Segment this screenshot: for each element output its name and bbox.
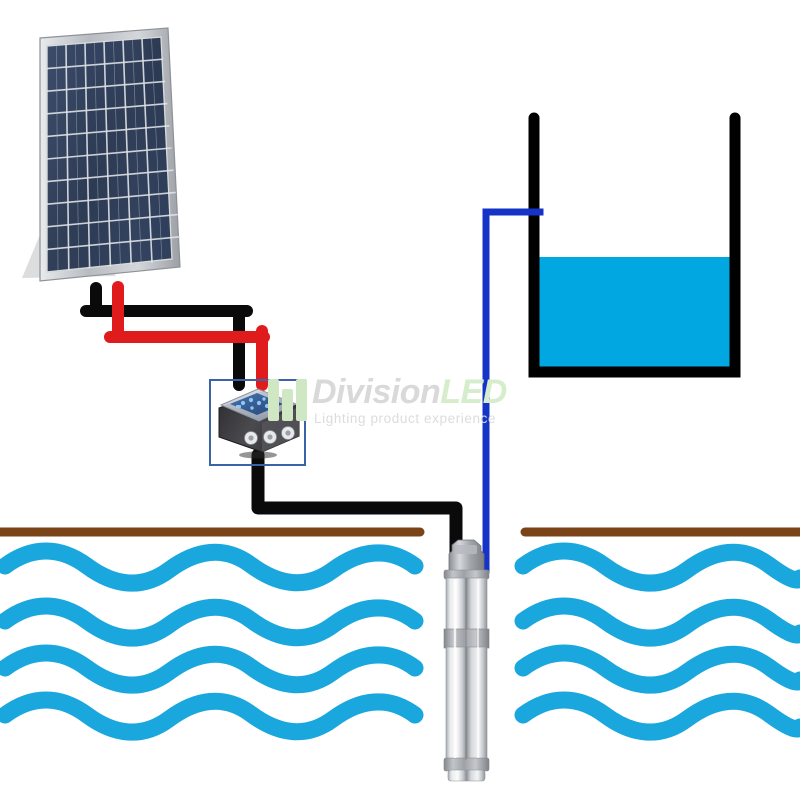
controller-highlight-box[interactable] — [209, 379, 306, 466]
tank-outline — [528, 112, 741, 378]
wave-line — [0, 542, 424, 592]
wave-line — [0, 597, 424, 647]
panel-inner-edge — [46, 36, 173, 273]
pump-collar-top — [443, 569, 490, 580]
pump-intake — [447, 769, 486, 782]
solar-panel-graphic — [22, 27, 181, 282]
pump-head — [448, 539, 485, 573]
pump-cable-path — [251, 448, 463, 579]
wave-line — [514, 691, 800, 741]
submersible-pump — [443, 539, 490, 782]
pump-head-highlight — [455, 545, 477, 554]
pv-positive-wire — [104, 281, 270, 391]
controller-shadow — [239, 451, 277, 459]
wave-line — [0, 644, 424, 694]
wave-line — [0, 691, 424, 741]
panel-glass-sheen — [47, 37, 172, 272]
wave-line — [514, 644, 800, 694]
water-tank — [528, 112, 741, 378]
delivery-pipe — [482, 208, 544, 574]
pump-power-cable — [251, 448, 463, 579]
groundwater-right — [514, 542, 800, 741]
wave-line — [514, 542, 800, 592]
controller-cable-glands — [244, 426, 295, 445]
wave-line — [514, 597, 800, 647]
groundwater-left — [0, 542, 424, 741]
tank-water — [539, 257, 730, 370]
delivery-pipe-path — [482, 208, 544, 574]
